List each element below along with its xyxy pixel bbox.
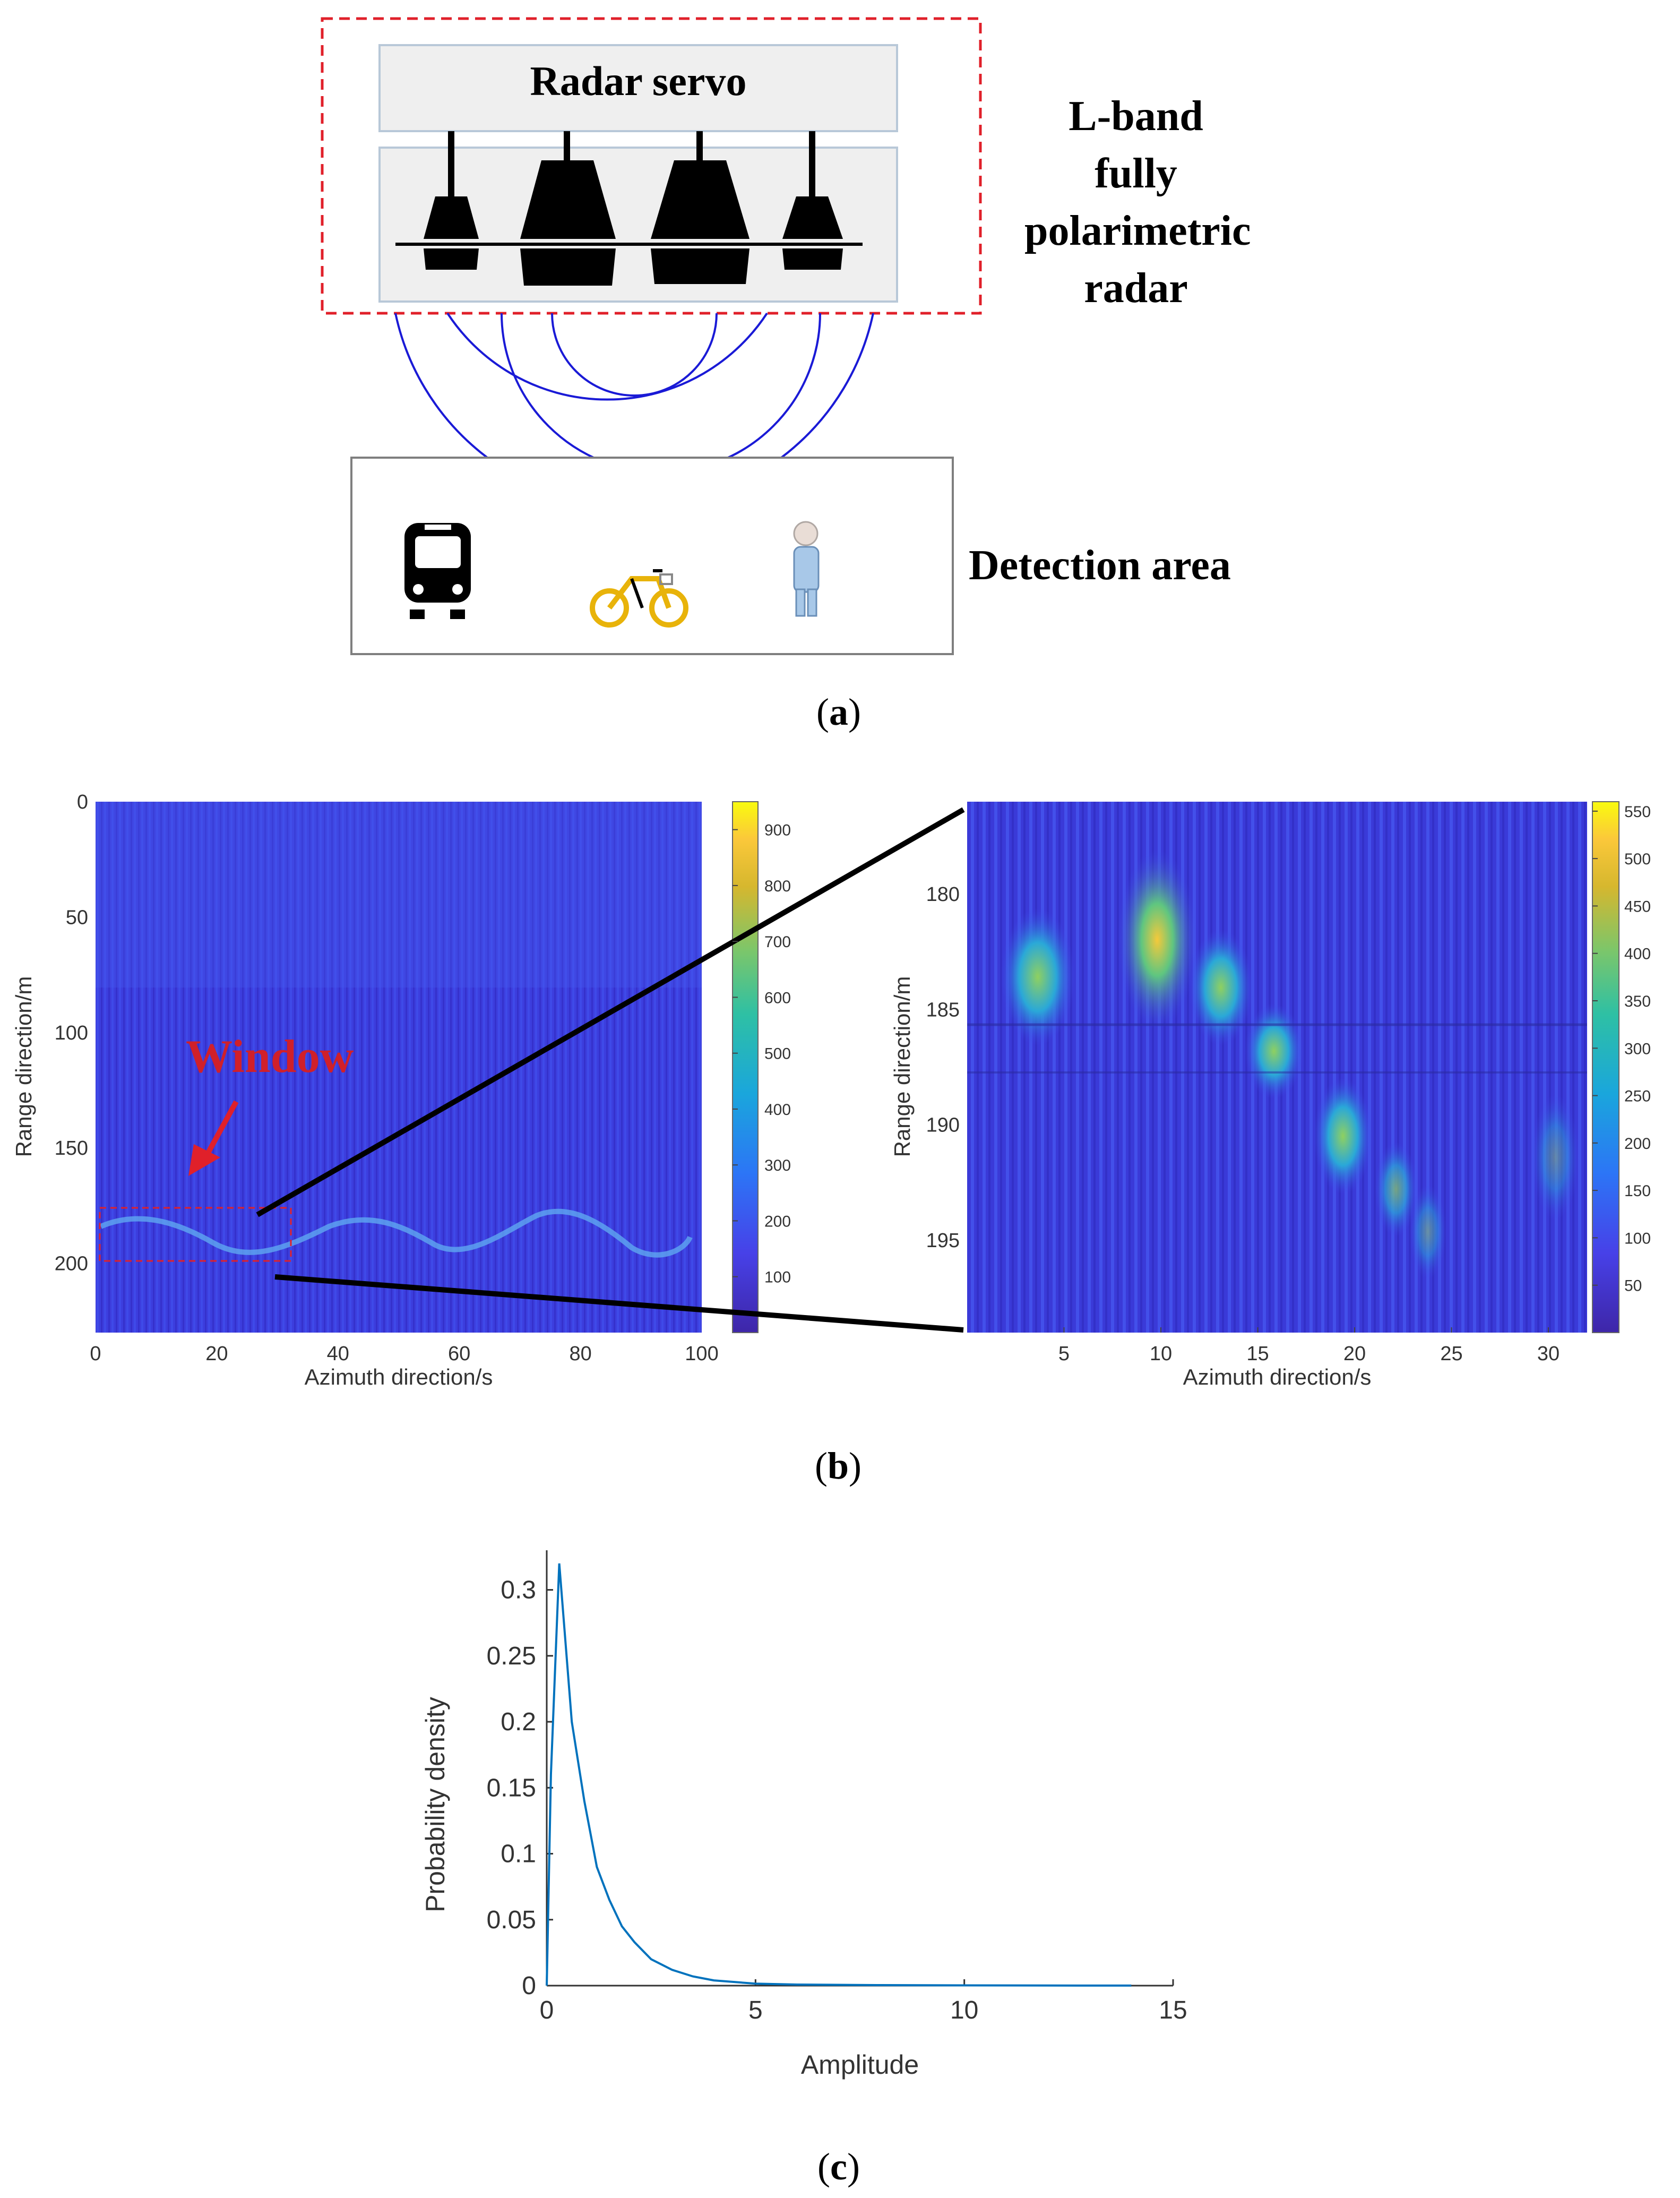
panel-b: 0 20 40 60 80 100 0 50 100 150 200 100 200 300 400 500 6… (0, 754, 1680, 1497)
chart-xlabel: Amplitude (800, 2050, 919, 2080)
panel-a: Radar servo L-band fully polarimetric ra… (0, 0, 1680, 743)
panel-b-figure: 0 20 40 60 80 100 0 50 100 150 200 100 200 300 400 500 6… (55, 791, 1651, 1365)
right-cbar-tick-1: 100 (1624, 1230, 1651, 1247)
right-cbar-tick-7: 400 (1624, 946, 1651, 963)
right-colorbar (1592, 801, 1619, 1333)
left-cbar-tick-1: 200 (764, 1213, 791, 1230)
left-xtick-1: 20 (205, 1343, 228, 1365)
density-chart: 0 5 10 15 0 0.05 0.1 0.15 0.2 0.25 0.3 (487, 1550, 1187, 2024)
left-cbar-tick-0: 100 (764, 1269, 791, 1286)
left-ytick-2: 100 (55, 1022, 88, 1044)
zoom-line-top (256, 807, 965, 1217)
left-xtick-2: 40 (327, 1343, 349, 1365)
panel-c: 0 5 10 15 0 0.05 0.1 0.15 0.2 0.25 0.3 Amplitude P… (0, 1518, 1680, 2198)
left-ytick-4: 200 (55, 1253, 88, 1275)
left-cbar-tick-2: 300 (764, 1157, 791, 1174)
x-tick-2: 10 (950, 1996, 978, 2024)
left-ylabel: Range direction/m (11, 976, 36, 1157)
right-cbar-tick-6: 350 (1624, 993, 1651, 1010)
right-cbar-tick-0: 50 (1624, 1277, 1642, 1295)
right-cbar-tick-8: 450 (1624, 898, 1651, 915)
right-cbar-tick-4: 250 (1624, 1088, 1651, 1105)
y-tick-6: 0.3 (501, 1576, 536, 1604)
y-tick-4: 0.2 (501, 1708, 536, 1736)
right-xtick-5: 30 (1537, 1343, 1560, 1365)
caption-a-letter: a (829, 691, 848, 733)
caption-c-letter: c (830, 2145, 847, 2188)
caption-a: (a) (816, 691, 861, 733)
left-cbar-tick-3: 400 (764, 1101, 791, 1119)
right-heatmap (967, 802, 1587, 1333)
right-ytick-1: 185 (926, 999, 960, 1021)
radar-label-line-1: L-band fully (1069, 93, 1203, 197)
left-xtick-4: 80 (569, 1343, 591, 1365)
radar-dashed-box (321, 17, 982, 315)
right-ytick-3: 195 (926, 1230, 960, 1252)
left-ytick-0: 0 (77, 791, 88, 813)
radar-label: L-band fully polarimetric radar (1024, 88, 1251, 317)
y-tick-3: 0.15 (487, 1774, 536, 1802)
bicycle-icon (590, 569, 688, 628)
antenna-2 (520, 160, 616, 286)
left-cbar-tick-7: 800 (764, 878, 791, 895)
right-cbar-tick-9: 500 (1624, 851, 1651, 868)
right-xlabel: Azimuth direction/s (1183, 1364, 1372, 1389)
window-arrow (188, 1100, 239, 1176)
right-xtick-1: 10 (1150, 1343, 1172, 1365)
right-cbar-tick-3: 200 (1624, 1135, 1651, 1153)
radar-label-line-2: polarimetric (1024, 208, 1251, 254)
x-tick-1: 5 (748, 1996, 763, 2024)
y-tick-1: 0.05 (487, 1906, 536, 1934)
left-cbar-tick-5: 600 (764, 989, 791, 1007)
left-ytick-3: 150 (55, 1137, 88, 1160)
target-track (100, 1208, 693, 1258)
radar-label-line-3: radar (1084, 265, 1188, 312)
window-label: Window (186, 1031, 354, 1083)
detection-area-label: Detection area (969, 542, 1231, 589)
left-heatmap (96, 802, 702, 1333)
left-ytick-1: 50 (66, 906, 88, 929)
right-xtick-0: 5 (1058, 1343, 1070, 1365)
x-tick-0: 0 (540, 1996, 554, 2024)
right-cbar-tick-10: 550 (1624, 803, 1651, 821)
left-xtick-5: 100 (685, 1343, 718, 1365)
density-series-line-0 (546, 1563, 1132, 1987)
antenna-3 (651, 160, 749, 284)
y-tick-5: 0.25 (487, 1642, 536, 1670)
caption-b: (b) (815, 1445, 862, 1487)
x-tick-3: 15 (1159, 1996, 1187, 2024)
chart-ylabel: Probability density (420, 1697, 450, 1912)
left-colorbar (732, 801, 759, 1333)
left-heatmap-background (96, 802, 702, 1333)
right-cbar-tick-2: 150 (1624, 1182, 1651, 1200)
left-cbar-tick-4: 500 (764, 1045, 791, 1063)
caption-c: (c) (817, 2145, 860, 2188)
right-xtick-4: 25 (1440, 1343, 1462, 1365)
left-xlabel: Azimuth direction/s (304, 1364, 493, 1389)
right-ytick-0: 180 (926, 883, 960, 906)
right-xtick-2: 15 (1246, 1343, 1269, 1365)
caption-b-letter: b (827, 1445, 849, 1487)
left-cbar-tick-8: 900 (764, 822, 791, 839)
servo-label: Radar servo (530, 58, 747, 104)
y-tick-2: 0.1 (501, 1840, 536, 1868)
antenna-1 (424, 196, 479, 270)
zoom-line-bottom (274, 1274, 964, 1333)
right-xtick-3: 20 (1343, 1343, 1366, 1365)
person-icon (793, 521, 820, 617)
right-cbar-tick-5: 300 (1624, 1040, 1651, 1058)
left-xtick-3: 60 (448, 1343, 470, 1365)
left-cbar-tick-6: 700 (764, 933, 791, 951)
right-ytick-2: 190 (926, 1114, 960, 1137)
panel-a-diagram (321, 17, 982, 655)
left-xtick-0: 0 (90, 1343, 101, 1365)
window-box (99, 1207, 292, 1262)
antenna-4 (782, 196, 843, 270)
servo-box (378, 44, 898, 132)
bus-icon (404, 523, 471, 619)
right-ylabel: Range direction/m (890, 976, 915, 1157)
y-tick-0: 0 (522, 1972, 536, 2000)
